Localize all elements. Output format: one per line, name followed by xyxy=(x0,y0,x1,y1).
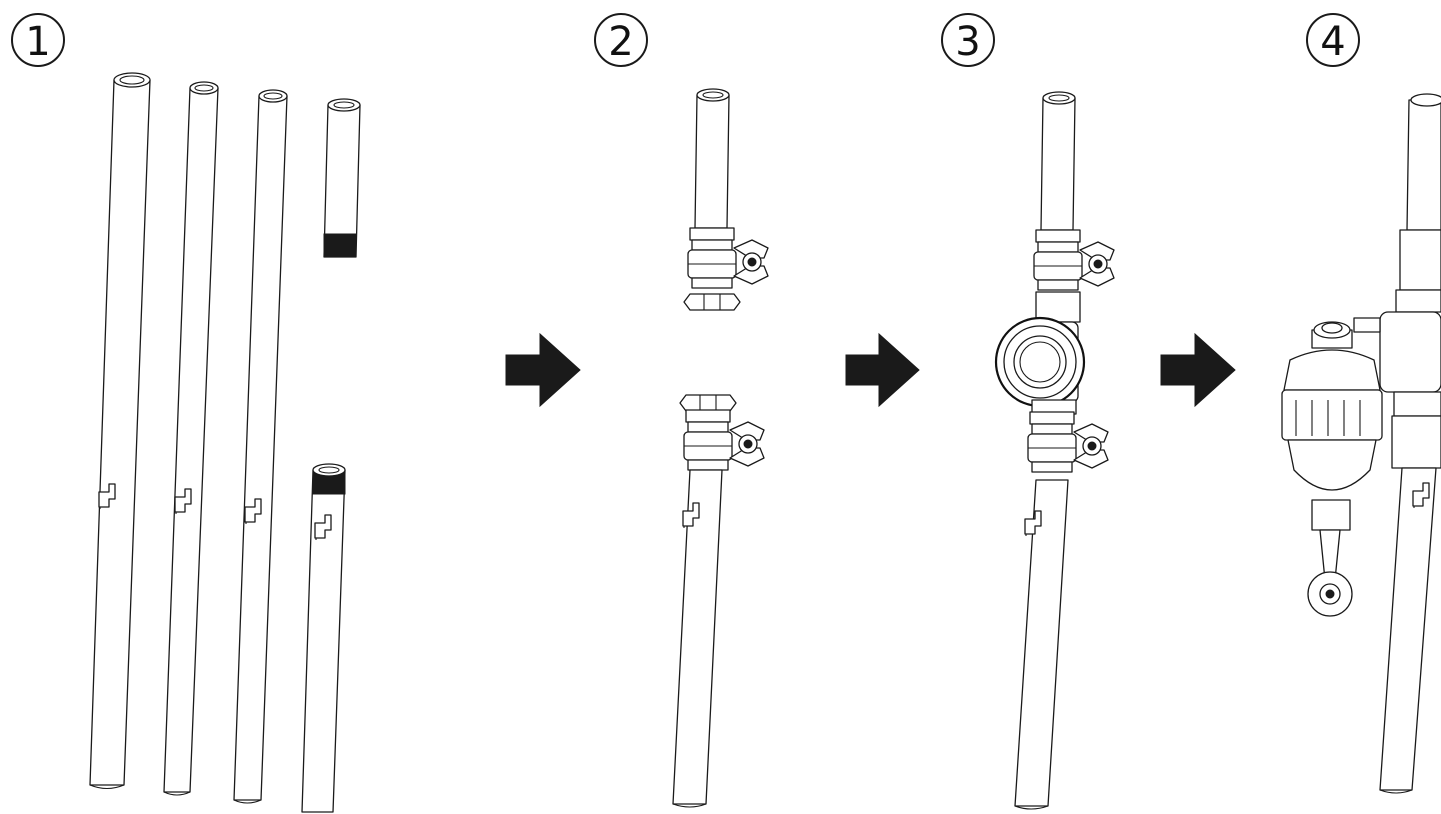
threaded-pipe-top xyxy=(323,98,361,258)
arrow-icon xyxy=(1160,332,1236,408)
arrow-icon xyxy=(505,332,581,408)
step-2-assembly xyxy=(672,88,769,808)
step-3-marker: 3 xyxy=(941,13,995,67)
union-fitting xyxy=(994,316,1086,408)
step-4-marker: 4 xyxy=(1306,13,1360,67)
filter-unit xyxy=(1281,317,1383,617)
pipe xyxy=(89,72,151,790)
step-1-marker: 1 xyxy=(11,13,65,67)
step-3-label: 3 xyxy=(955,19,980,65)
step-2-marker: 2 xyxy=(594,13,648,67)
step-1-pipes xyxy=(89,72,361,813)
step-2-label: 2 xyxy=(608,19,633,65)
arrow-icon xyxy=(845,332,920,408)
step-1-label: 1 xyxy=(25,19,50,65)
threaded-pipe-bottom xyxy=(301,463,346,813)
pipe xyxy=(233,89,288,804)
pipe xyxy=(163,81,219,796)
step-3-assembly xyxy=(994,91,1115,810)
step-4-assembly xyxy=(1281,93,1441,794)
step-4-label: 4 xyxy=(1320,19,1345,65)
